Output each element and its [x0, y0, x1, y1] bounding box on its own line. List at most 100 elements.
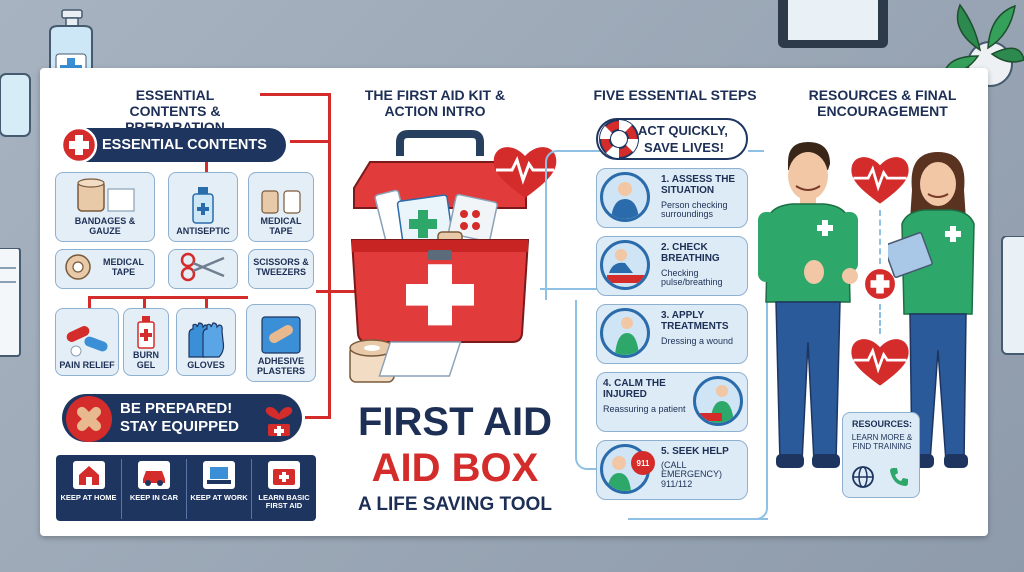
use-learn-first-aid: LEARN BASIC FIRST AID [251, 459, 316, 519]
connector-line [205, 156, 208, 176]
resources-heading: RESOURCES & FINAL ENCOURAGEMENT [808, 87, 957, 120]
step-1-desc: Person checking surroundings [661, 200, 728, 220]
content-label: GLOVES [187, 360, 225, 371]
step-5-title: 5. SEEK HELP [661, 446, 729, 457]
person-icon [698, 385, 734, 423]
connector-line [545, 150, 603, 300]
plasters-icon [261, 316, 301, 354]
connector-dash [879, 304, 881, 334]
step-1-card: 1. ASSESS THE SITUATION Person checking … [596, 168, 748, 228]
content-card-burn-gel: BURN GEL [123, 308, 169, 376]
content-card-scissors [168, 249, 238, 289]
person-icon [607, 249, 645, 283]
content-card-pain-relief: PAIN RELIEF [55, 308, 119, 376]
clipboard-document [0, 248, 21, 357]
pill-bottle [0, 73, 31, 137]
connector-line [260, 93, 330, 96]
female-medic-illustration [888, 152, 975, 468]
burn-gel-tube-icon [137, 316, 155, 349]
act-quickly-line1: ACT QUICKLY, [638, 123, 728, 138]
phone-call-icon [607, 456, 631, 491]
car-icon [138, 461, 170, 489]
heart-ecg-icon [851, 157, 909, 204]
step-2-desc: Checking pulse/breathing [661, 268, 723, 288]
content-label: BANDAGES & GAUZE [74, 216, 136, 237]
connector-line [540, 288, 602, 290]
content-card-antiseptic: ANTISEPTIC [168, 172, 238, 242]
step-4-desc: Reassuring a patient [603, 404, 686, 414]
heartbeat-icon [265, 407, 293, 436]
globe-icon [852, 466, 874, 488]
be-prepared-line2: STAY EQUIPPED [120, 418, 239, 435]
content-label: ADHESIVE PLASTERS [256, 356, 305, 377]
content-card-adhesive-plasters: ADHESIVE PLASTERS [246, 304, 316, 382]
emergency-badge: 911 [631, 451, 655, 475]
content-label: BURN GEL [133, 350, 159, 371]
kit-heading: THE FIRST AID KIT & ACTION INTRO [364, 87, 506, 120]
connector-line [748, 150, 764, 152]
essential-contents-label: ESSENTIAL CONTENTS [102, 137, 267, 153]
use-label: KEEP AT WORK [190, 493, 248, 502]
content-card-bandages: BANDAGES & GAUZE [55, 172, 155, 242]
phone-device [1001, 236, 1024, 355]
antiseptic-bottle-icon [192, 187, 214, 224]
connector-line [88, 296, 248, 299]
content-card-medical-tape-2: MEDICAL TAPE [55, 249, 155, 289]
step-4-title: 4. CALM THE INJURED [603, 378, 666, 400]
connector-line [328, 93, 331, 418]
step-1-title: 1. ASSESS THE SITUATION [661, 174, 736, 196]
connector-line [143, 296, 146, 308]
steps-heading: FIVE ESSENTIAL STEPS [593, 87, 757, 103]
connector-line [305, 416, 331, 419]
step-3-title: 3. APPLY TREATMENTS [661, 310, 729, 332]
connector-line [88, 296, 91, 308]
tape-roll-icon [261, 190, 301, 214]
step-5-card: 911 5. SEEK HELP (CALL EMERGENCY) 911/11… [596, 440, 748, 500]
content-card-medical-tape: MEDICAL TAPE [248, 172, 314, 242]
connector-line [316, 290, 362, 293]
connector-line [290, 140, 330, 143]
bandage-roll-icon [77, 178, 135, 212]
heart-ecg-icon [493, 147, 557, 198]
be-prepared-line1: BE PREPARED! [120, 400, 233, 417]
red-cross-icon [60, 126, 98, 164]
step-1-illustration [600, 172, 650, 222]
content-card-scissors-label: SCISSORS & TWEEZERS [248, 249, 314, 289]
step-5-desc: (CALL EMERGENCY) 911/112 [661, 460, 723, 489]
content-label: MEDICAL TAPE [103, 257, 144, 277]
tape-roll-icon [64, 254, 91, 280]
connector-line [205, 296, 208, 308]
content-label: MEDICAL TAPE [260, 216, 302, 237]
red-cross-icon [862, 266, 898, 302]
connector-line [628, 518, 768, 520]
step-4-illustration [693, 376, 743, 426]
bandage-cross-icon [66, 396, 112, 442]
content-label: ANTISEPTIC [176, 226, 230, 237]
person-icon [611, 182, 639, 219]
scissors-icon [180, 252, 225, 282]
first-aid-kit-illustration [349, 130, 530, 383]
content-card-gloves: GLOVES [176, 308, 236, 376]
first-aid-kit-icon [268, 461, 300, 489]
heart-ecg-icon [851, 339, 909, 386]
title-subtitle: A LIFE SAVING TOOL [358, 494, 552, 515]
step-3-illustration [600, 308, 650, 358]
use-keep-at-work: KEEP AT WORK [186, 459, 251, 519]
content-label: PAIN RELIEF [59, 360, 115, 371]
laptop-icon [203, 461, 235, 489]
life-ring-icon [599, 119, 639, 159]
use-keep-at-home: KEEP AT HOME [56, 459, 121, 519]
connector-dash [879, 210, 881, 264]
pills-icon [66, 326, 108, 357]
connector-line [575, 300, 603, 470]
person-icon [615, 317, 639, 355]
essential-contents-pill: ESSENTIAL CONTENTS [62, 128, 286, 162]
use-label: KEEP AT HOME [60, 493, 117, 502]
step-3-desc: Dressing a wound [661, 336, 734, 346]
resources-line1: RESOURCES: [851, 419, 912, 429]
step-2-card: 2. CHECK BREATHING Checking pulse/breath… [596, 236, 748, 296]
phone-icon [890, 468, 908, 486]
step-4-card: 4. CALM THE INJURED Reassuring a patient [596, 372, 748, 432]
step-2-title: 2. CHECK BREATHING [661, 242, 720, 264]
resources-card: RESOURCES: LEARN MORE & FIND TRAINING [842, 412, 920, 498]
